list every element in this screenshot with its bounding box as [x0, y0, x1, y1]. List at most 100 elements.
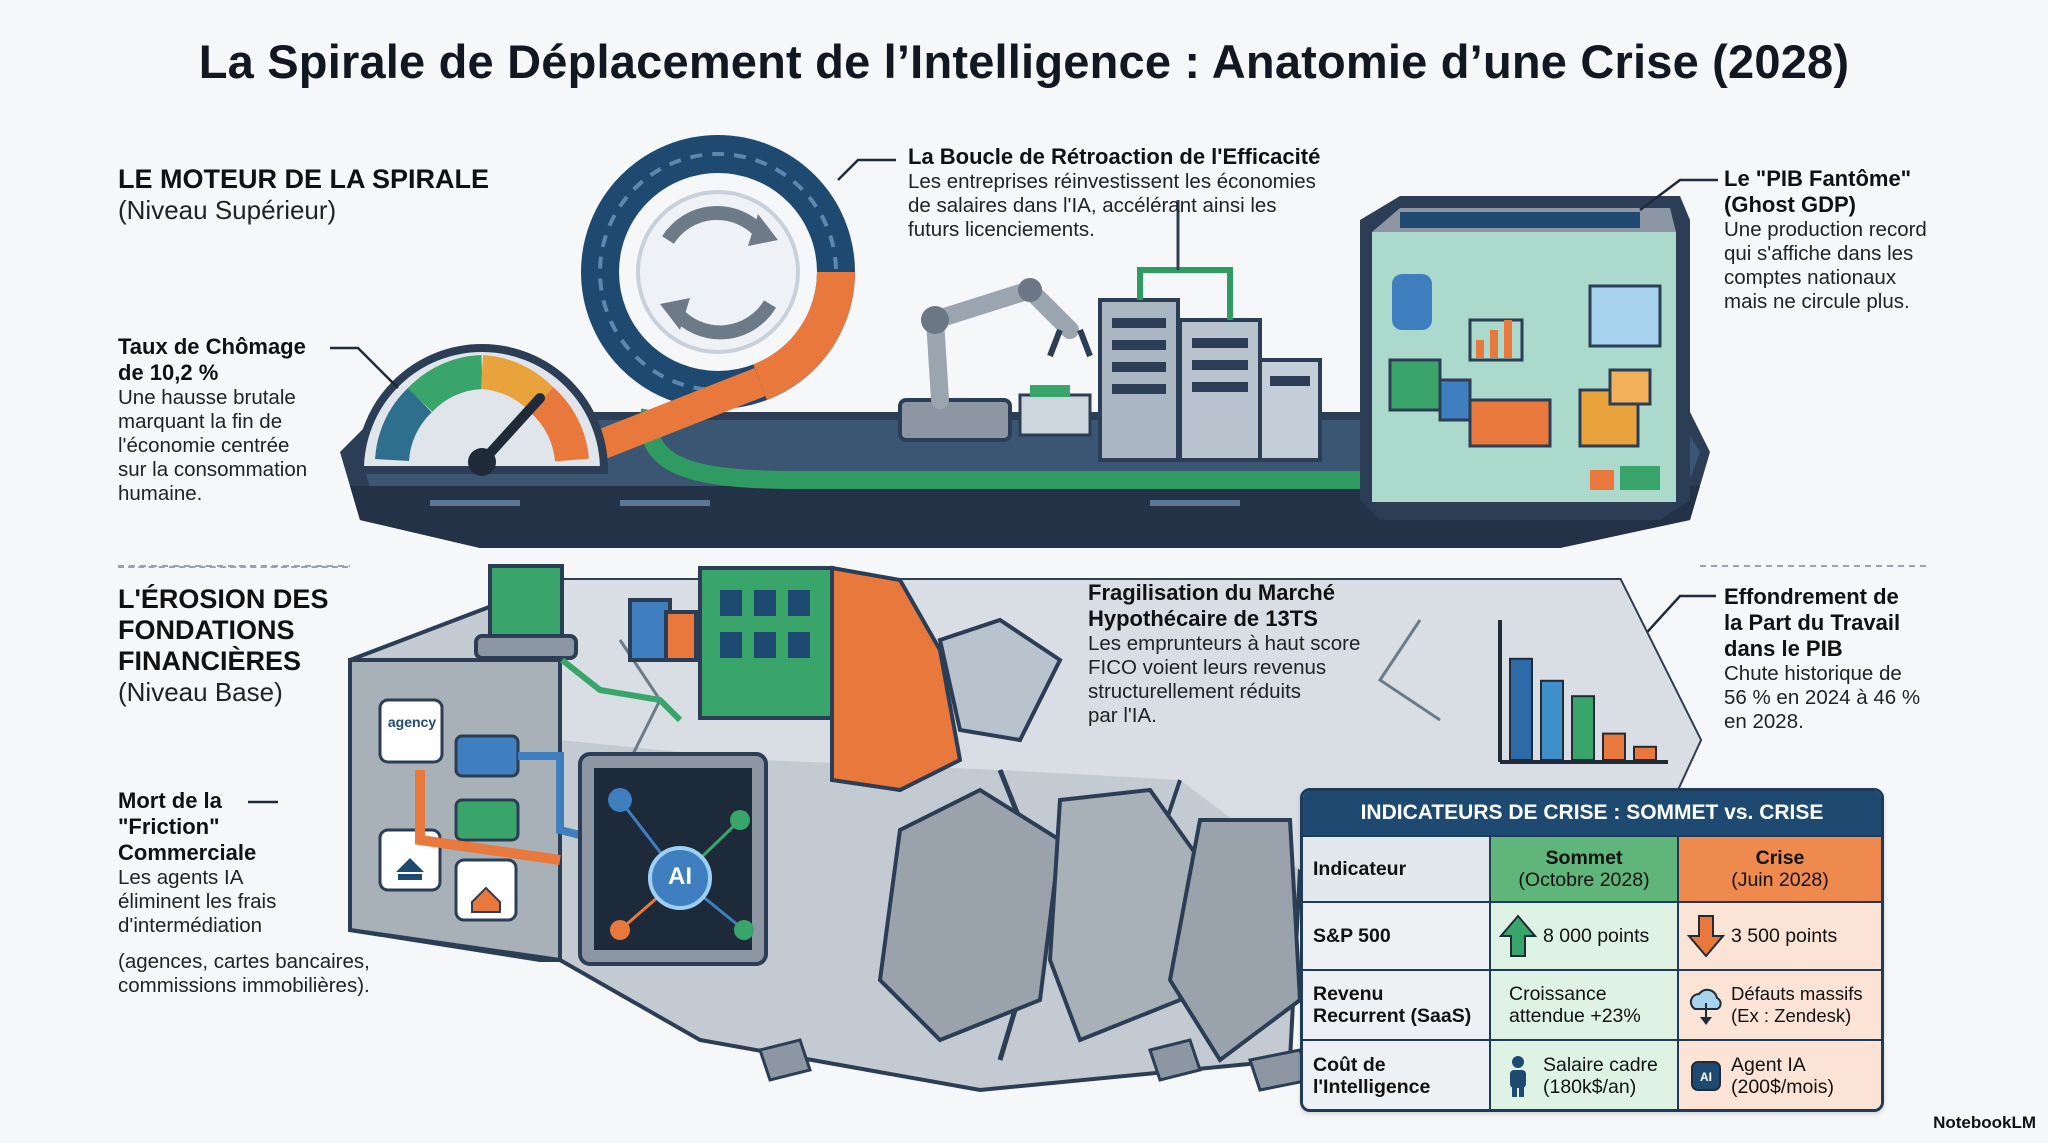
base-section-title-line: FONDATIONS [118, 615, 295, 645]
table-column-headers: Indicateur Sommet (Octobre 2028) Crise (… [1303, 835, 1881, 901]
callout-unemployment: Taux de Chômage de 10,2 % Une hausse bru… [118, 334, 307, 506]
callout-heading: Hypothécaire de 13TS [1088, 606, 1318, 631]
support-pillar [474, 564, 578, 660]
row-peak-line: attendue +23% [1509, 1005, 1641, 1027]
callout-heading: Taux de Chômage [118, 334, 306, 359]
callout-line: qui s'affiche dans les [1724, 242, 1914, 265]
table-row: Revenu Recurrent (SaaS) Croissance atten… [1303, 969, 1881, 1039]
callout-line: Les agents IA [118, 866, 244, 889]
labor-share-bar [1602, 732, 1626, 761]
brand-watermark: NotebookLM [1933, 1113, 2036, 1132]
row-crisis-value: Défauts massifs (Ex : Zendesk) [1679, 971, 1881, 1039]
row-peak-line: (180k$/an) [1543, 1076, 1637, 1098]
column-header-crisis-line: Crise [1755, 847, 1805, 869]
callout-heading: Commerciale [118, 840, 257, 865]
callout-line: en 2028. [1724, 710, 1804, 733]
callout-line: par l'IA. [1088, 704, 1157, 727]
column-header-indicator: Indicateur [1303, 837, 1491, 901]
row-indicator: S&P 500 [1303, 903, 1491, 969]
row-peak-text: 8 000 points [1543, 924, 1650, 947]
labor-share-chart [1498, 620, 1668, 764]
feedback-loop-ring [575, 135, 855, 460]
callout-heading: Mort de la [118, 788, 222, 813]
table-row: S&P 500 8 000 points 3 500 points [1303, 901, 1881, 969]
labor-share-bar [1571, 695, 1595, 762]
row-crisis-line: (Ex : Zendesk) [1731, 1005, 1852, 1026]
top-section-label: LE MOTEUR DE LA SPIRALE (Niveau Supérieu… [118, 164, 489, 226]
labor-share-bar [1633, 745, 1657, 761]
ai-screen [578, 752, 768, 966]
callout-heading: Fragilisation du Marché [1088, 580, 1335, 605]
ai-chip-label: AI [668, 863, 692, 890]
row-peak-value: Croissance attendue +23% [1491, 971, 1679, 1039]
row-crisis-value: AI Agent IA (200$/mois) [1679, 1041, 1881, 1109]
server-racks [1098, 200, 1322, 462]
row-indicator-line: Recurrent (SaaS) [1313, 1005, 1472, 1027]
svg-text:AI: AI [1700, 1070, 1712, 1084]
row-crisis-text-group: Agent IA (200$/mois) [1731, 1054, 1834, 1098]
callout-line: marquant la fin de [118, 410, 283, 433]
row-peak-value: Salaire cadre (180k$/an) [1491, 1041, 1679, 1109]
callout-heading: "Friction" [118, 814, 220, 839]
row-indicator: Coût de l'Intelligence [1303, 1041, 1491, 1109]
row-indicator-line: Coût de [1313, 1054, 1386, 1076]
row-peak-value: 8 000 points [1491, 903, 1679, 969]
collapsing-buildings [628, 565, 1063, 793]
callout-heading: de 10,2 % [118, 360, 219, 385]
callout-line: mais ne circule plus. [1724, 290, 1910, 313]
table-header: INDICATEURS DE CRISE : SOMMET vs. CRISE [1303, 791, 1881, 835]
callout-line: FICO voient leurs revenus [1088, 656, 1327, 679]
callout-line: comptes nationaux [1724, 266, 1897, 289]
base-section-title-line: L'ÉROSION DES [118, 584, 329, 614]
column-header-crisis: Crise (Juin 2028) [1679, 837, 1881, 901]
column-header-peak-line: (Octobre 2028) [1518, 869, 1650, 891]
ai-chip-icon: AI [1691, 1061, 1721, 1091]
row-crisis-line: Défauts massifs [1731, 983, 1863, 1004]
cloud-download-icon [1689, 988, 1722, 1025]
callout-line: Une production record [1724, 218, 1927, 241]
top-section-title: LE MOTEUR DE LA SPIRALE [118, 164, 490, 194]
row-crisis-text: 3 500 points [1731, 924, 1838, 947]
labor-share-bar [1540, 679, 1564, 761]
row-crisis-value: 3 500 points [1679, 903, 1881, 969]
row-peak-line: Croissance [1509, 983, 1607, 1005]
section-divider [118, 566, 348, 568]
unemployment-gauge [355, 344, 609, 476]
page-title: La Spirale de Déplacement de l’Intellige… [198, 35, 1850, 88]
callout-line: humaine. [118, 482, 203, 505]
payments-icons [378, 657, 683, 922]
ghost-gdp-box [1360, 196, 1690, 520]
callout-line: 56 % en 2024 à 46 % [1724, 686, 1921, 709]
row-crisis-line: Agent IA [1731, 1054, 1806, 1076]
callout-friction: Mort de la "Friction" Commerciale Les ag… [118, 788, 370, 998]
row-peak-line: Salaire cadre [1543, 1054, 1658, 1076]
callout-line: Les entreprises réinvestissent les écono… [908, 170, 1316, 193]
callout-line: l'économie centrée [118, 434, 290, 457]
arrow-down-icon [1687, 915, 1725, 958]
callout-ghost-gdp: Le "PIB Fantôme" (Ghost GDP) Une product… [1724, 166, 1927, 314]
callout-line: Une hausse brutale [118, 386, 296, 409]
arrow-up-icon [1499, 914, 1537, 957]
callout-line: structurellement réduits [1088, 680, 1302, 703]
row-indicator-line: l'Intelligence [1313, 1076, 1431, 1098]
callout-line: sur la consommation [118, 458, 308, 481]
labor-share-bar [1509, 657, 1533, 761]
row-crisis-text-group: Défauts massifs (Ex : Zendesk) [1731, 983, 1863, 1027]
column-header-peak: Sommet (Octobre 2028) [1491, 837, 1679, 901]
table-row: Coût de l'Intelligence Salaire cadre (18… [1303, 1039, 1881, 1109]
base-section-subtitle: (Niveau Base) [118, 677, 283, 707]
callout-line: futurs licenciements. [908, 218, 1095, 241]
top-section-subtitle: (Niveau Supérieur) [118, 195, 337, 225]
row-indicator: Revenu Recurrent (SaaS) [1303, 971, 1491, 1039]
callout-heading: la Part du Travail [1724, 610, 1901, 635]
robot-arm [898, 278, 1093, 442]
callout-line: d'intermédiation [118, 914, 263, 937]
callout-line: (agences, cartes bancaires, [118, 950, 370, 973]
agency-logo-label: agency [387, 714, 437, 730]
callout-line: commissions immobilières). [118, 974, 370, 997]
row-crisis-line: (200$/mois) [1731, 1076, 1834, 1098]
row-indicator-line: Revenu [1313, 983, 1384, 1005]
row-peak-text-group: Salaire cadre (180k$/an) [1543, 1054, 1658, 1098]
callout-heading: dans le PIB [1724, 636, 1843, 661]
base-section-title-line: FINANCIÈRES [118, 646, 302, 676]
